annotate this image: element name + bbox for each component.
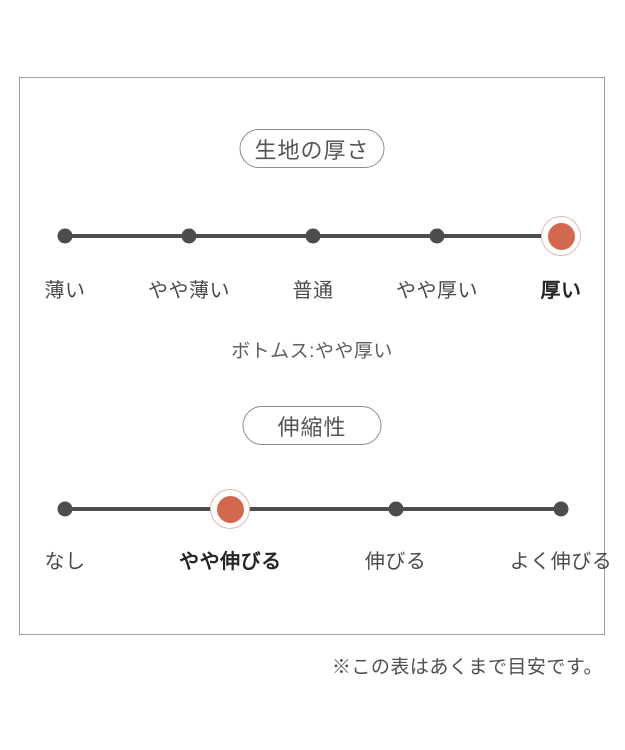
scale-dot: [305, 228, 321, 244]
scale-option-label: 薄い: [44, 280, 86, 302]
scale-dot: [553, 501, 569, 517]
scale-option-label: やや厚い: [396, 280, 478, 302]
scale-option-label: よく伸びる: [509, 551, 613, 573]
stretch-title-badge: 伸縮性: [242, 406, 382, 445]
scale-option-label: 厚い: [540, 280, 582, 302]
stretch-option-labels: なし やや伸びる 伸びる よく伸びる: [45, 545, 612, 573]
bottoms-note: ボトムス:やや厚い: [231, 341, 393, 362]
thickness-title-badge: 生地の厚さ: [239, 129, 385, 168]
scale-option-label: やや伸びる: [179, 551, 282, 573]
scale-dot: [429, 228, 445, 244]
stretch-scale-track: [57, 489, 569, 529]
scale-option-label: 伸びる: [364, 551, 427, 573]
stretch-title: 伸縮性: [277, 414, 347, 440]
disclaimer-note: ※この表はあくまで目安です。: [331, 657, 603, 678]
scale-dot: [388, 501, 404, 517]
scale-option-label: なし: [44, 551, 86, 573]
selected-marker-dot: [216, 495, 244, 523]
scale-option-label: 普通: [292, 280, 334, 302]
selected-marker-dot: [547, 222, 575, 250]
scale-dot: [57, 501, 73, 517]
selected-marker: [541, 216, 581, 256]
thickness-scale-track: [57, 216, 581, 256]
thickness-title: 生地の厚さ: [254, 137, 370, 163]
selected-marker: [210, 489, 251, 529]
thickness-option-labels: 薄い やや薄い 普通 やや厚い 厚い: [45, 274, 582, 302]
scale-option-label: やや薄い: [148, 280, 230, 302]
scale-dot: [57, 228, 73, 244]
spec-chart-panel: 生地の厚さ 薄い やや薄い 普通 やや厚い 厚い ボトムス:やや厚い 伸縮性 な…: [19, 77, 612, 635]
scale-dot: [181, 228, 197, 244]
